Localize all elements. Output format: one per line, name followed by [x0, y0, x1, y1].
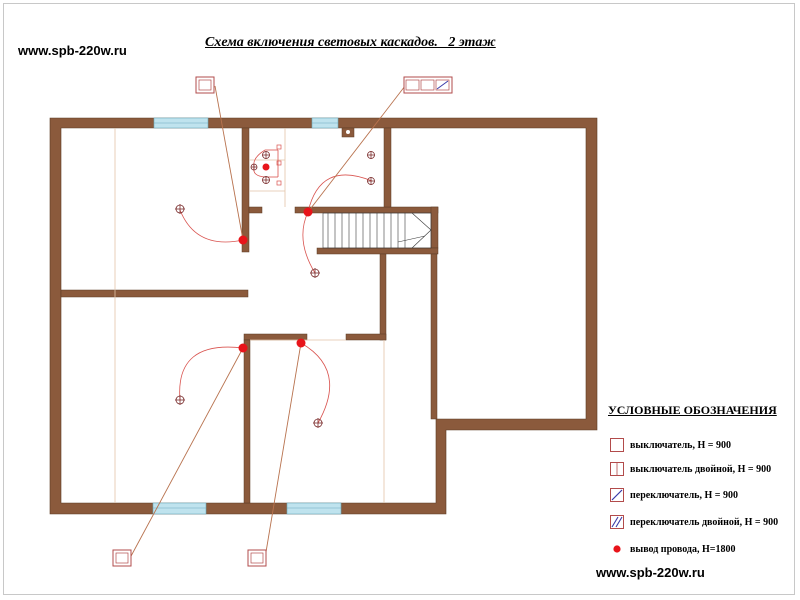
legend-title: УСЛОВНЫЕ ОБОЗНАЧЕНИЯ [608, 403, 777, 417]
pass-switch-double-icon [610, 515, 624, 529]
wire-outlet-dot [238, 235, 248, 245]
legend-item-switch: выключатель, Н = 900 [608, 437, 731, 453]
ceiling-light-icon [175, 204, 185, 214]
legend-label: переключатель, Н = 900 [630, 489, 738, 501]
wire-outlet-dot [303, 207, 313, 217]
ceiling-light-icon [313, 418, 323, 428]
legend-label: переключатель двойной, Н = 900 [630, 516, 779, 528]
wire-outlet-icon [613, 545, 621, 553]
light-fixtures [175, 151, 375, 428]
legend-label: выключатель, Н = 900 [630, 439, 731, 451]
legend-label: вывод провода, Н=1800 [630, 543, 736, 555]
legend-item-pass-switch: переключатель, Н = 900 [608, 487, 738, 503]
staircase [322, 212, 432, 249]
ceiling-light-icon [175, 395, 185, 405]
wire-outlets [238, 163, 313, 353]
ceiling-light-icon [250, 163, 258, 171]
site-url-top[interactable]: www.spb-220w.ru [18, 43, 127, 58]
legend-item-double-switch: выключатель двойной, Н = 900 [608, 461, 771, 477]
legend-item-wire-outlet: вывод провода, Н=1800 [608, 541, 735, 557]
diagram-title: Схема включения световых каскадов. 2 эта… [205, 35, 496, 50]
plan-switch-triple-top [403, 76, 453, 94]
plan-switch-single-top [195, 76, 215, 94]
wire-outlet-dot [238, 343, 248, 353]
ceiling-light-icon [367, 151, 375, 159]
site-url-bottom[interactable]: www.spb-220w.ru [596, 565, 705, 580]
legend: УСЛОВНЫЕ ОБОЗНАЧЕНИЯ выключатель, Н = 90… [608, 403, 798, 555]
outer-wall [49, 117, 598, 515]
plan-switch-single-bottom-left [112, 549, 132, 567]
window-bottom-right [286, 502, 342, 515]
ceiling-light-icon [310, 268, 320, 278]
ceiling-light-icon [367, 177, 375, 185]
ceiling-light-icon [262, 176, 270, 184]
pass-switch-single-icon [610, 488, 624, 502]
plan-switch-single-bottom-right [247, 549, 267, 567]
leader-lines [129, 85, 406, 559]
drawing-frame [3, 3, 795, 595]
interior-walls [60, 127, 439, 504]
wire-outlet-dot [296, 338, 306, 348]
legend-item-double-pass-switch: переключатель двойной, Н = 900 [608, 514, 778, 530]
switch-double-icon [610, 462, 624, 476]
switch-single-icon [610, 438, 624, 452]
wire-outlet-dot [262, 163, 270, 171]
ceiling-light-icon [262, 151, 270, 159]
legend-label: выключатель двойной, Н = 900 [630, 463, 772, 475]
wire-arcs [179, 174, 373, 424]
window-bottom-left [152, 502, 207, 515]
